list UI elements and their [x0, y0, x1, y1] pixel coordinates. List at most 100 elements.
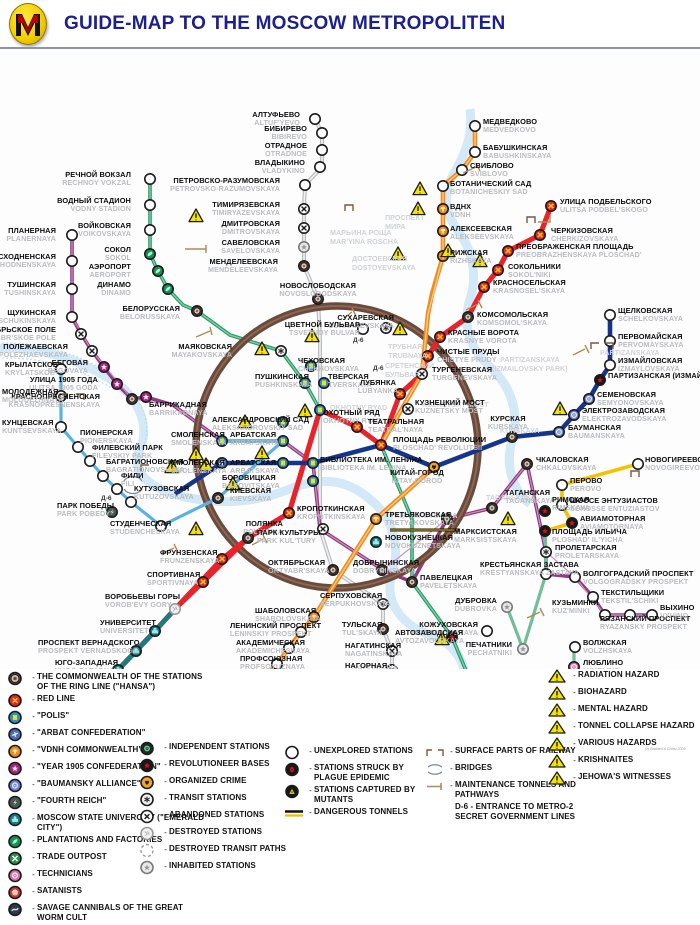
station-marker[interactable] [568, 640, 581, 653]
station-marker[interactable] [436, 225, 449, 238]
station-marker[interactable] [316, 522, 329, 535]
station-marker[interactable] [415, 367, 428, 380]
station-marker[interactable] [539, 545, 552, 558]
station-marker[interactable] [311, 293, 324, 306]
station-marker[interactable] [436, 180, 449, 193]
station-marker[interactable] [544, 200, 557, 213]
station-marker[interactable] [313, 403, 326, 416]
station-marker[interactable] [533, 229, 546, 242]
station-marker[interactable] [242, 531, 255, 544]
station-marker[interactable] [271, 658, 283, 669]
station-marker[interactable] [152, 265, 165, 278]
station-marker[interactable] [538, 504, 551, 517]
station-marker[interactable] [582, 392, 595, 405]
station-marker[interactable] [66, 283, 79, 296]
station-marker[interactable] [54, 420, 67, 433]
station-marker[interactable] [567, 408, 580, 421]
station-marker[interactable] [480, 624, 493, 637]
station-marker[interactable] [274, 344, 287, 357]
station-marker[interactable] [631, 457, 644, 470]
station-marker[interactable] [440, 512, 453, 525]
station-marker[interactable] [112, 664, 124, 669]
station-marker[interactable] [326, 563, 339, 576]
station-marker[interactable] [298, 179, 311, 192]
station-marker[interactable] [86, 344, 99, 357]
station-marker[interactable] [433, 330, 446, 343]
station-marker[interactable] [501, 245, 514, 258]
station-marker[interactable] [306, 474, 319, 487]
station-marker[interactable] [539, 567, 552, 580]
station-marker[interactable] [315, 144, 328, 157]
station-marker[interactable] [516, 642, 529, 655]
station-marker[interactable] [276, 456, 289, 469]
station-marker[interactable] [111, 482, 124, 495]
station-marker[interactable] [491, 264, 504, 277]
station-marker[interactable] [555, 478, 568, 491]
station-marker[interactable] [197, 575, 210, 588]
station-marker[interactable] [84, 454, 97, 467]
station-marker[interactable] [313, 161, 326, 174]
station-marker[interactable] [568, 570, 581, 583]
station-marker[interactable] [162, 283, 175, 296]
metro-stations-layer[interactable] [0, 49, 700, 669]
station-marker[interactable] [306, 456, 319, 469]
station-marker[interactable] [376, 622, 389, 635]
station-marker[interactable] [645, 608, 658, 621]
station-marker[interactable] [308, 113, 321, 126]
station-marker[interactable] [520, 457, 533, 470]
station-marker[interactable] [603, 308, 616, 321]
station-marker[interactable] [603, 358, 616, 371]
station-marker[interactable] [212, 491, 225, 504]
station-marker[interactable] [405, 575, 418, 588]
station-marker[interactable] [375, 563, 388, 576]
station-marker[interactable] [436, 203, 449, 216]
station-marker[interactable] [54, 362, 67, 375]
station-marker[interactable] [356, 322, 369, 335]
station-marker[interactable] [421, 349, 434, 362]
station-marker[interactable] [565, 516, 578, 529]
station-marker[interactable] [374, 438, 387, 451]
station-marker[interactable] [169, 602, 182, 615]
station-marker[interactable] [386, 664, 398, 669]
station-marker[interactable] [282, 506, 295, 519]
station-marker[interactable] [276, 434, 289, 447]
station-marker[interactable] [126, 392, 139, 405]
station-marker[interactable] [376, 597, 389, 610]
station-marker[interactable] [623, 608, 636, 621]
station-marker[interactable] [586, 590, 599, 603]
station-marker[interactable] [297, 222, 310, 235]
station-marker[interactable] [598, 608, 611, 621]
station-marker[interactable] [106, 505, 119, 518]
station-marker[interactable] [555, 498, 568, 511]
station-marker[interactable] [140, 390, 153, 403]
station-marker[interactable] [66, 310, 79, 323]
station-marker[interactable] [369, 512, 382, 525]
station-marker[interactable] [111, 377, 124, 390]
station-marker[interactable] [149, 624, 162, 637]
station-marker[interactable] [144, 248, 157, 261]
station-marker[interactable] [379, 321, 392, 334]
station-marker[interactable] [317, 376, 330, 389]
station-marker[interactable] [155, 519, 168, 532]
station-marker[interactable] [216, 434, 229, 447]
station-marker[interactable] [297, 260, 310, 273]
station-marker[interactable] [97, 469, 110, 482]
station-marker[interactable] [445, 630, 458, 643]
station-marker[interactable] [216, 552, 229, 565]
station-marker[interactable] [216, 456, 229, 469]
station-marker[interactable] [294, 625, 307, 638]
station-marker[interactable] [401, 402, 414, 415]
station-marker[interactable] [144, 173, 157, 186]
station-marker[interactable] [66, 255, 79, 268]
station-marker[interactable] [130, 644, 143, 657]
station-marker[interactable] [297, 203, 310, 216]
station-marker[interactable] [304, 359, 317, 372]
station-marker[interactable] [54, 389, 67, 402]
station-marker[interactable] [144, 199, 157, 212]
station-marker[interactable] [455, 164, 468, 177]
station-marker[interactable] [393, 387, 406, 400]
station-marker[interactable] [350, 420, 363, 433]
station-marker[interactable] [538, 524, 551, 537]
station-marker[interactable] [461, 310, 474, 323]
station-marker[interactable] [500, 600, 513, 613]
